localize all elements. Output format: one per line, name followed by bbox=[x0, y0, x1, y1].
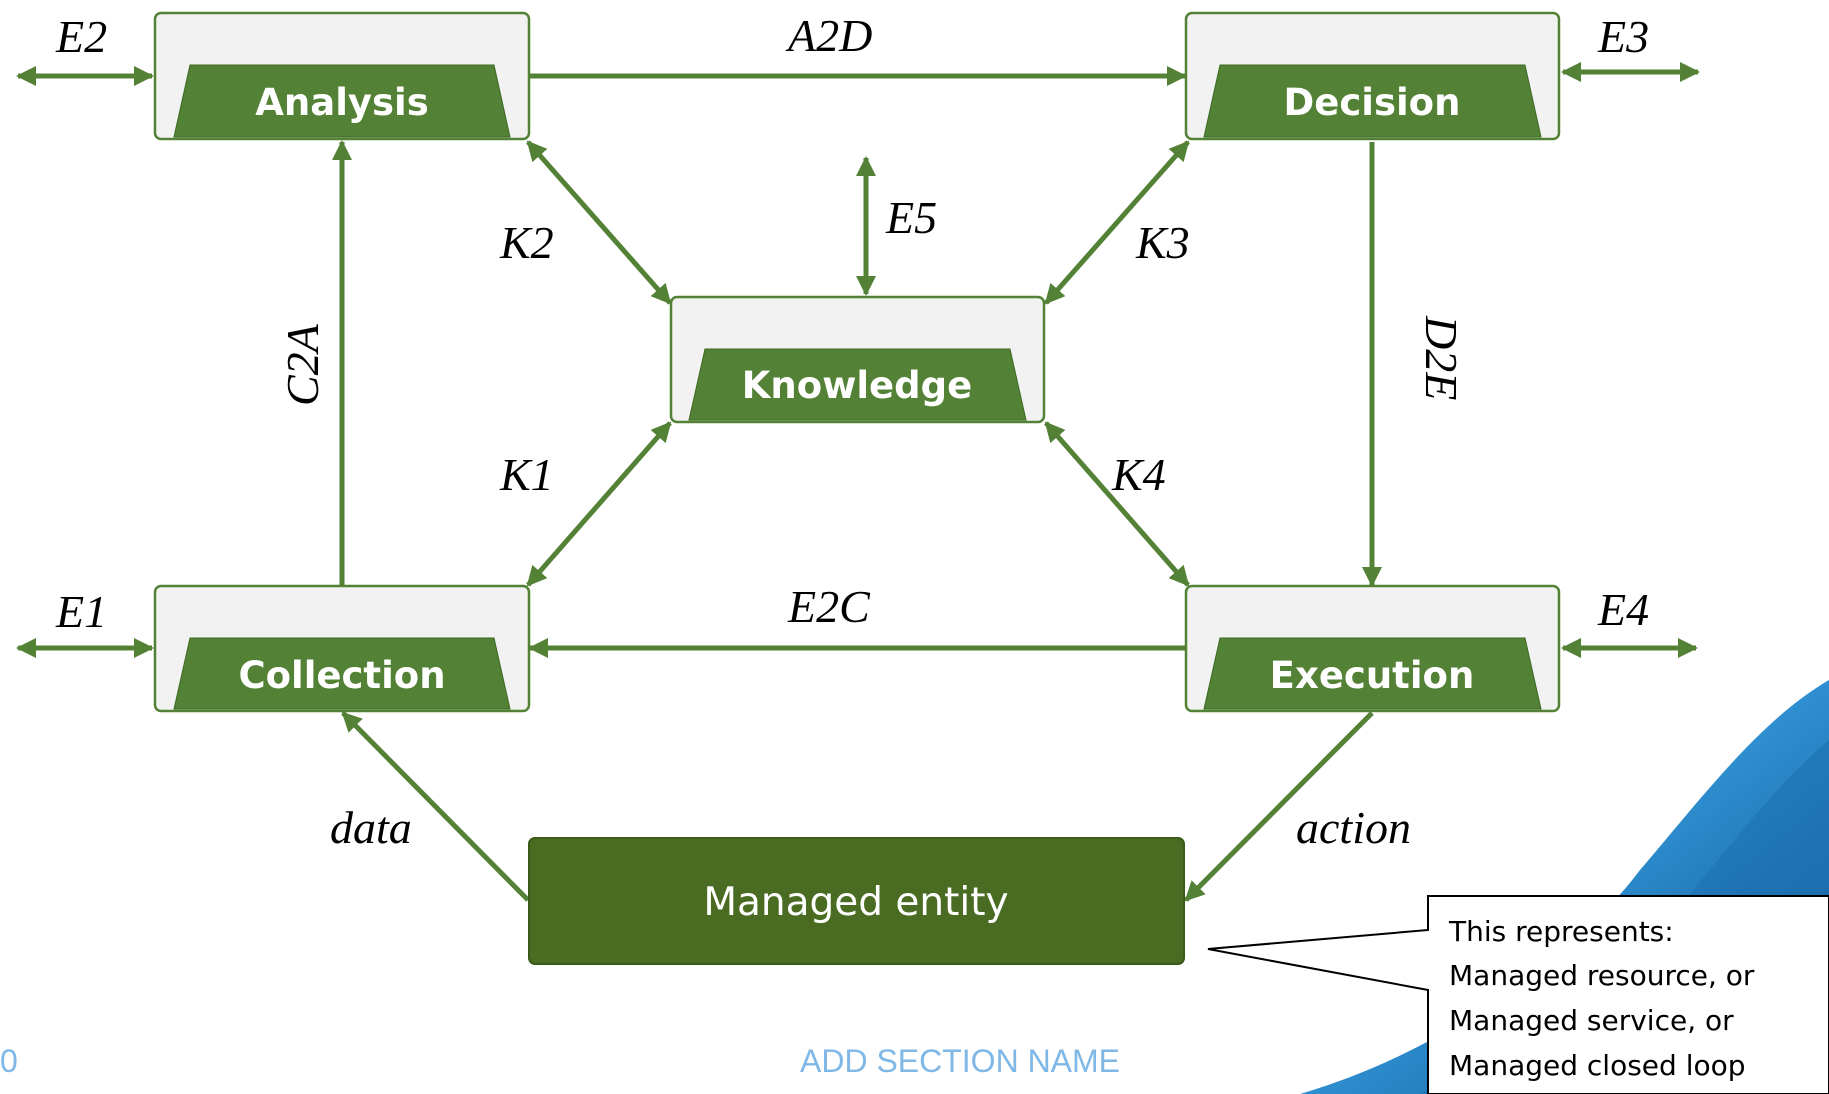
collection-box[interactable]: Collection bbox=[153, 584, 531, 713]
label-e2: E2 bbox=[55, 11, 107, 62]
k4-arrow bbox=[1044, 421, 1190, 587]
callout: This represents: Managed resource, or Ma… bbox=[1207, 895, 1829, 1094]
label-k2: K2 bbox=[499, 217, 554, 268]
managed-entity-box[interactable]: Managed entity bbox=[528, 837, 1185, 965]
knowledge-label: Knowledge bbox=[742, 364, 972, 407]
section-name: ADD SECTION NAME bbox=[800, 1043, 1120, 1079]
label-data: data bbox=[330, 802, 412, 853]
label-a2d: A2D bbox=[785, 10, 872, 61]
execution-box[interactable]: Execution bbox=[1184, 584, 1561, 713]
k1-arrow bbox=[526, 421, 672, 587]
k3-arrow bbox=[1044, 140, 1190, 305]
action-arrow bbox=[1184, 711, 1374, 902]
label-e2c: E2C bbox=[787, 581, 871, 632]
data-arrow bbox=[341, 711, 530, 902]
k2-arrow bbox=[526, 140, 672, 305]
page-number: 0 bbox=[0, 1043, 18, 1079]
label-k1: K1 bbox=[499, 449, 554, 500]
callout-line-4: Managed closed loop bbox=[1449, 1049, 1746, 1082]
label-k3: K3 bbox=[1135, 217, 1190, 268]
execution-label: Execution bbox=[1270, 654, 1475, 697]
decision-label: Decision bbox=[1284, 81, 1461, 124]
managed-entity-label: Managed entity bbox=[703, 880, 1008, 925]
callout-line-3: Managed service, or bbox=[1449, 1004, 1734, 1037]
label-e5: E5 bbox=[885, 192, 937, 243]
decision-box[interactable]: Decision bbox=[1184, 11, 1561, 141]
label-action: action bbox=[1296, 802, 1411, 853]
label-e3: E3 bbox=[1597, 11, 1649, 62]
callout-line-2: Managed resource, or bbox=[1449, 959, 1755, 992]
label-e1: E1 bbox=[55, 586, 107, 637]
collection-label: Collection bbox=[238, 654, 445, 697]
label-k4: K4 bbox=[1111, 449, 1166, 500]
analysis-box[interactable]: Analysis bbox=[153, 11, 531, 141]
label-e4: E4 bbox=[1597, 584, 1649, 635]
label-d2e: D2E bbox=[1416, 315, 1467, 400]
analysis-label: Analysis bbox=[255, 81, 428, 124]
callout-line-1: This represents: bbox=[1448, 915, 1674, 948]
connectors bbox=[16, 62, 1700, 902]
label-c2a: C2A bbox=[277, 323, 328, 406]
knowledge-box[interactable]: Knowledge bbox=[669, 295, 1046, 424]
